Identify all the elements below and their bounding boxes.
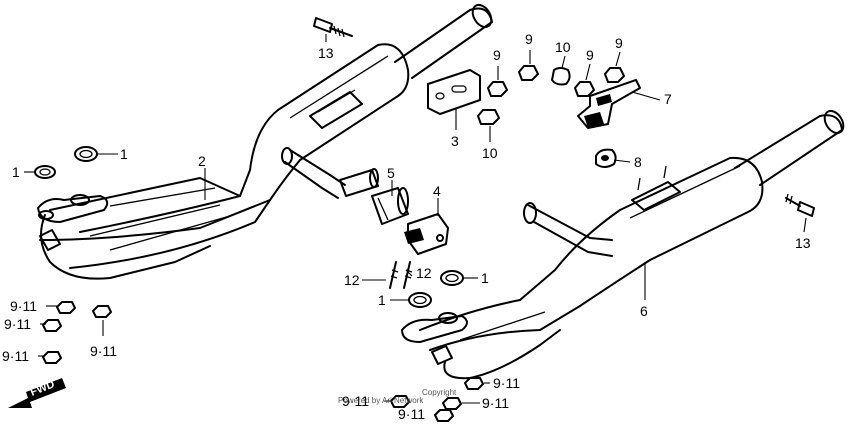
- fastener-bolt-13-right: [785, 193, 815, 217]
- callout-6-right-muffler: 6: [640, 303, 648, 319]
- callout-9-11-c: 9·11: [90, 343, 117, 359]
- right-muffler-assembly: [401, 109, 845, 380]
- callout-9-nut-c: 9: [586, 47, 594, 63]
- callout-9-nut-a: 9: [493, 47, 501, 63]
- leader-lines: [24, 34, 807, 404]
- callout-12-stud-right: 12: [416, 265, 432, 281]
- callout-labels: 1 1 1 1 2 3 4 5 6 7 8 9 9 9 9 10 10 12 1…: [2, 31, 811, 422]
- callout-9-11-b: 9·11: [4, 316, 31, 332]
- callout-13-bolt-right: 13: [795, 235, 811, 251]
- callout-10-nut-top: 10: [555, 39, 571, 55]
- copyright-line-1: Copyright: [422, 388, 457, 397]
- clamp-part-4: [404, 213, 449, 255]
- joint-collar-part-5: [339, 168, 409, 225]
- callout-7-hanger: 7: [664, 91, 672, 107]
- left-muffler-assembly: [37, 3, 493, 280]
- callout-9-11-f: 9·11: [342, 393, 369, 409]
- forward-direction-arrow: FWD: [8, 378, 66, 408]
- hanger-part-7: [577, 79, 641, 129]
- callout-2-left-muffler: 2: [198, 153, 206, 169]
- callout-9-nut-d: 9: [615, 35, 623, 51]
- fastener-bolt-13-top: [313, 17, 353, 38]
- callout-9-11-a: 9·11: [10, 298, 37, 314]
- callout-9-11-e: 9·11: [493, 375, 520, 391]
- grommet-part-8: [595, 148, 617, 168]
- bracket-part-3: [427, 69, 481, 115]
- callout-12-stud-left: 12: [344, 272, 360, 288]
- callout-10-nut-bottom: 10: [482, 145, 498, 161]
- callout-9-nut-b: 9: [525, 31, 533, 47]
- copyright-line-2: Powered by Ari Network: [338, 396, 424, 405]
- callout-9-11-h: 9·11: [398, 406, 425, 422]
- callout-1-left-gasket: 1: [12, 164, 20, 180]
- callout-8-grommet: 8: [634, 154, 642, 170]
- callout-5-collar: 5: [387, 165, 395, 181]
- fastener-studs-12: [389, 261, 413, 289]
- callout-1-lower-gasket: 1: [378, 292, 386, 308]
- copyright-watermark: Copyright Powered by Ari Network: [338, 388, 457, 405]
- nuts-part-9-10: [477, 65, 625, 125]
- callout-13-bolt-top: 13: [318, 45, 334, 61]
- callout-9-11-d: 9·11: [2, 348, 29, 364]
- callout-3-bracket: 3: [451, 133, 459, 149]
- callout-4-clamp: 4: [433, 183, 441, 199]
- callout-1-center-gasket: 1: [481, 270, 489, 286]
- callout-9-11-g: 9·11: [482, 395, 509, 411]
- callout-1-top-left-gasket: 1: [120, 146, 128, 162]
